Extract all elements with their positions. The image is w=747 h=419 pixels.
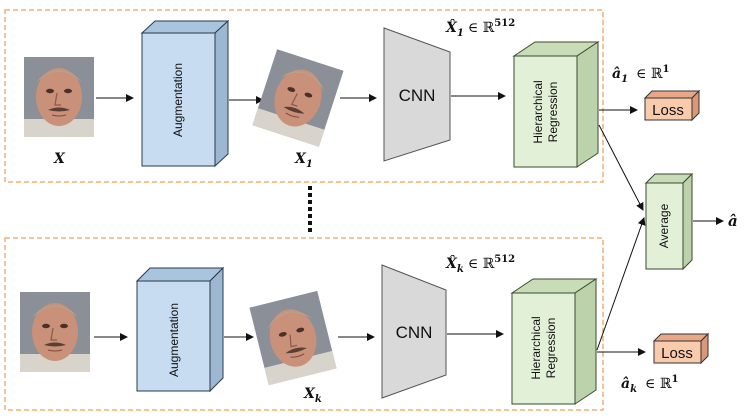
- hierarchical-regression-block-top: HierarchicalRegression: [512, 41, 600, 168]
- loss-box-bottom: Loss: [652, 332, 710, 365]
- vertical-dots-icon: [308, 186, 312, 232]
- final-output-label: â: [728, 212, 738, 230]
- loss-label-bottom: Loss: [661, 345, 693, 362]
- arrow-bottom-to-average: [596, 217, 646, 351]
- cnn-label-top: CNN: [399, 86, 436, 105]
- feature-label-top: X̂1∈ ℝ512: [445, 18, 515, 39]
- augmented-face-image-top: [252, 49, 344, 147]
- loss-label-top: Loss: [652, 102, 684, 119]
- output-label-bottom: âk∈ ℝ1: [621, 374, 678, 395]
- bottom-branch-frame: [4, 237, 604, 411]
- average-block: Average: [644, 172, 694, 271]
- augmentation-block-top: Augmentation: [140, 19, 230, 168]
- average-label: Average: [657, 203, 671, 248]
- augmentation-label-bottom: Augmentation: [167, 303, 181, 377]
- input-label-top: X: [53, 151, 66, 167]
- cnn-block-top: CNN: [383, 27, 451, 162]
- augmented-label-bottom: Xk: [303, 386, 322, 405]
- augmented-label-top: X1: [294, 151, 313, 170]
- arrow-top-to-average: [598, 124, 644, 211]
- augmentation-block-bottom: Augmentation: [135, 266, 225, 393]
- input-face-image-bottom: [20, 292, 90, 372]
- cnn-block-bottom: CNN: [381, 264, 447, 399]
- input-face-image-top: [24, 57, 94, 137]
- feature-label-bottom: X̂k∈ ℝ512: [445, 254, 515, 275]
- regression-label-top: HierarchicalRegression: [531, 80, 560, 143]
- cnn-label-bottom: CNN: [396, 323, 433, 342]
- top-branch-frame: [4, 9, 604, 183]
- loss-box-top: Loss: [643, 89, 701, 122]
- hierarchical-regression-block-bottom: HierarchicalRegression: [510, 278, 598, 405]
- output-label-top: â1∈ ℝ1: [612, 64, 669, 85]
- regression-label-bottom: HierarchicalRegression: [529, 316, 558, 379]
- augmentation-label-top: Augmentation: [171, 63, 185, 137]
- augmented-face-image-bottom: [249, 290, 337, 386]
